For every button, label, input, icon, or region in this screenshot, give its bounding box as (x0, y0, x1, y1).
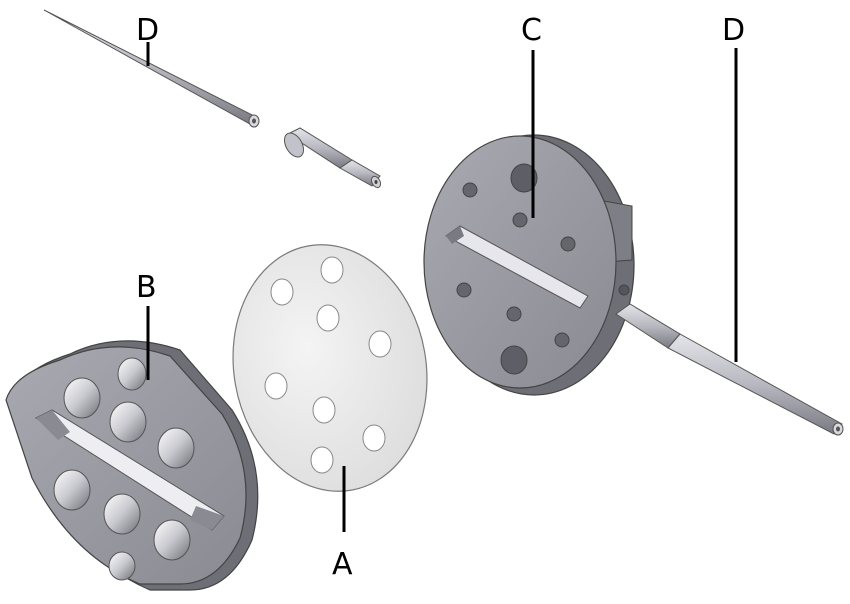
labels: D B A C D (136, 13, 745, 582)
label-d-right: D (722, 13, 745, 48)
label-d-left: D (136, 13, 159, 48)
plate-c (423, 134, 844, 436)
label-b: B (136, 270, 157, 305)
connector-pin (284, 127, 382, 189)
plate-b (5, 340, 259, 591)
leader-lines (146, 42, 738, 532)
gasket-a (232, 244, 428, 492)
label-c: C (521, 13, 542, 48)
label-a: A (332, 547, 353, 582)
rod-d-left (43, 9, 260, 128)
